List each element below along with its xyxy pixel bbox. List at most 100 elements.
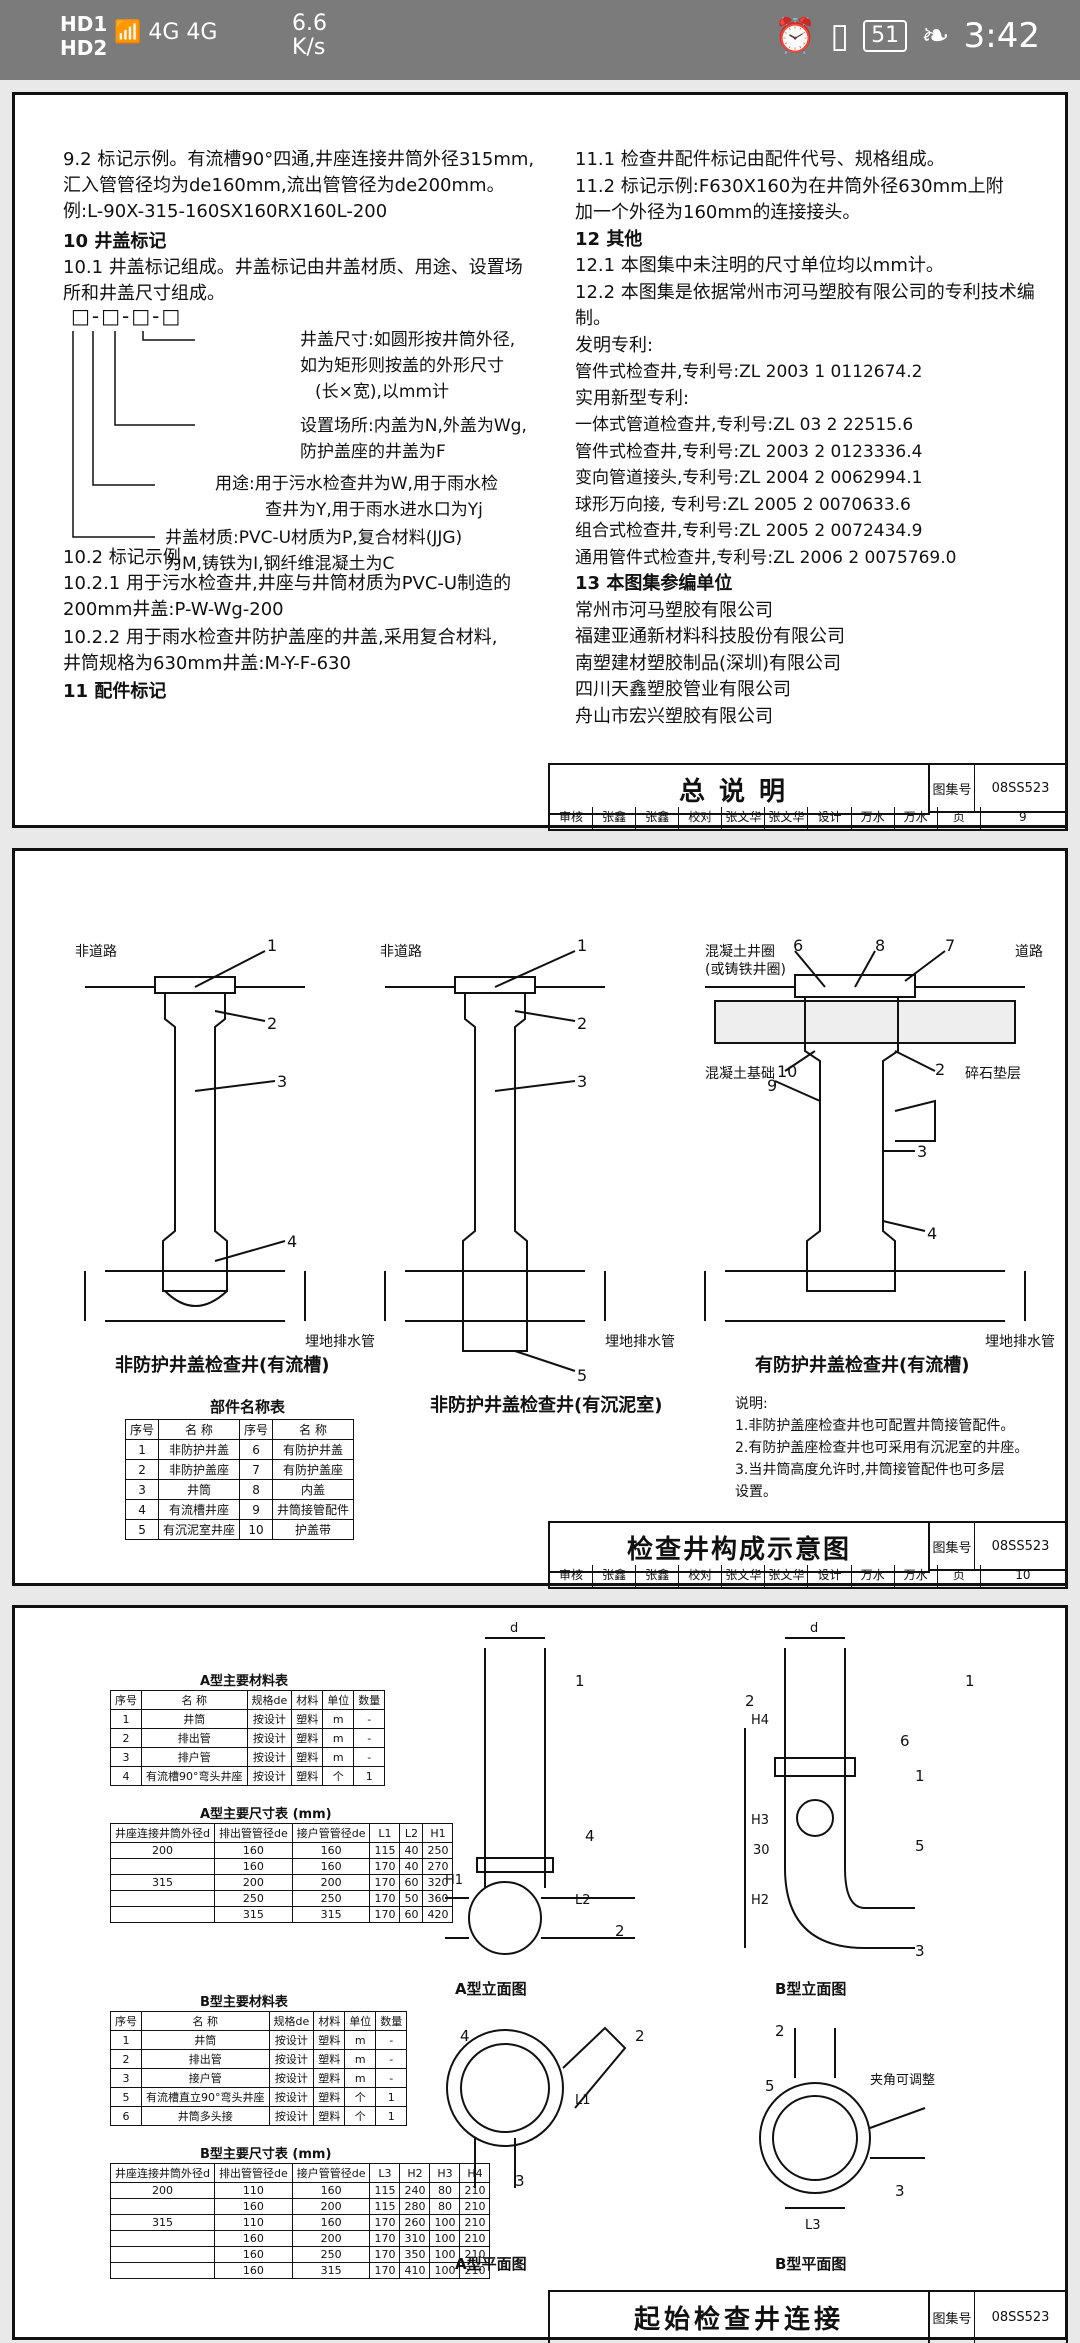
table-header: 数量 xyxy=(375,2011,408,2031)
callout-number: 3 xyxy=(895,2182,905,2200)
callout-number: 2 xyxy=(935,1060,946,1079)
diagram-label: 道路 xyxy=(1015,944,1043,960)
table-header: 规格de xyxy=(246,1690,293,1710)
dimension-label: H3 xyxy=(751,1813,770,1828)
callout-number: 2 xyxy=(775,2022,785,2040)
page-general-notes: 9.2 标记示例。有流槽90°四通,井座连接井筒外径315mm,汇入管管径均为d… xyxy=(12,92,1068,831)
dimension-label: H2 xyxy=(751,1893,770,1908)
table-cell: 1 xyxy=(375,2106,408,2126)
table-header: 序号 xyxy=(124,1419,160,1440)
note-line: 11.1 检查井配件标记由配件代号、规格组成。 xyxy=(575,149,945,170)
title-block: 检查井构成示意图 图集号 08SS523 审核张鑫张鑫校对张文华张文华设计万水万… xyxy=(548,1521,1068,1589)
callout-number: 4 xyxy=(927,1224,938,1243)
atlas-label: 图集号 xyxy=(930,765,975,813)
tableB-title: B型主要材料表 xyxy=(200,1995,288,2010)
table-cell: 170 xyxy=(369,2262,401,2279)
table-cell: 260 xyxy=(399,2214,431,2231)
callout-number: 2 xyxy=(635,2027,645,2045)
note-line: 福建亚通新材料科技股份有限公司 xyxy=(575,626,845,647)
review-cell: 张鑫 xyxy=(636,807,680,829)
note-line: 13 本图集参编单位 xyxy=(575,573,733,594)
table-cell: 排出管 xyxy=(141,1728,248,1748)
dimension-label: d xyxy=(810,1621,819,1636)
table-cell: 按设计 xyxy=(246,1747,293,1767)
note-line: 组合式检查井,专利号:ZL 2005 2 0072434.9 xyxy=(575,521,923,541)
note-line: 11 配件标记 xyxy=(63,681,167,702)
callout-number: 3 xyxy=(917,1142,928,1161)
note-line: 制。 xyxy=(575,308,611,329)
table-cell: 420 xyxy=(422,1906,454,1923)
note-line: 四川天鑫塑胶管业有限公司 xyxy=(575,679,791,700)
note-line: 10.2.1 用于污水检查井,井座与井筒材质为PVC-U制造的 xyxy=(63,573,512,594)
note-line: 10.2.2 用于雨水检查井防护盖座的井盖,采用复合材料, xyxy=(63,627,498,648)
review-cell: 审核 xyxy=(550,1565,594,1587)
table-cell: 5 xyxy=(124,1519,160,1540)
callout-number: 5 xyxy=(765,2077,775,2095)
leaf-icon: ❧ xyxy=(921,16,950,56)
note-line: 球形万向接, 专利号:ZL 2005 2 0070633.6 xyxy=(575,494,911,515)
review-cell: 页 xyxy=(938,807,981,829)
table-cell: 有防护井盖 xyxy=(272,1439,355,1460)
note-line: 说明: xyxy=(735,1396,768,1412)
review-cell: 设计 xyxy=(808,1565,852,1587)
review-cell: 审核 xyxy=(550,807,594,829)
diagram-label: 碎石垫层 xyxy=(965,1066,1021,1082)
review-cell: 张鑫 xyxy=(636,1565,680,1587)
table-cell xyxy=(110,1906,215,1923)
annotation-line: 井盖尺寸:如圆形按井筒外径, xyxy=(300,330,516,350)
dimension-label: H4 xyxy=(751,1713,770,1728)
note-line: 10.1 井盖标记组成。井盖标记由井盖材质、用途、设置场 xyxy=(63,257,523,278)
table-cell: 排出管 xyxy=(141,2049,270,2069)
table-cell: 有防护盖座 xyxy=(272,1459,355,1480)
review-cell: 万水 xyxy=(895,807,938,829)
callout-number: 4 xyxy=(460,2027,470,2045)
table-cell: 160 xyxy=(213,2262,293,2279)
table-cell: 1 xyxy=(110,2030,142,2050)
title-block: 起始检查井连接 图集号 08SS523 xyxy=(548,2290,1068,2343)
table-cell: 井筒接管配件 xyxy=(272,1499,355,1520)
note-line: 12 其他 xyxy=(575,228,643,250)
table-cell: 315 xyxy=(291,2262,371,2279)
callout-number: 3 xyxy=(915,1942,925,1960)
table-cell: 7 xyxy=(239,1459,274,1480)
clock: 3:42 xyxy=(963,16,1040,56)
elevation-plan-drawings xyxy=(445,1637,926,2209)
page-number: 9 xyxy=(981,807,1066,829)
note-line: 一体式管道检查井,专利号:ZL 03 2 22515.6 xyxy=(575,415,914,435)
vibrate-icon: ▯ xyxy=(830,16,850,56)
diagram-label: 混凝土井圈 xyxy=(705,944,775,960)
table-cell: 4 xyxy=(124,1499,160,1520)
callout-number: 7 xyxy=(945,936,956,955)
annotation-line: 井盖材质:PVC-U材质为P,复合材料(JJG) xyxy=(165,528,463,548)
note-line: 200mm井盖:P-W-Wg-200 xyxy=(63,599,284,620)
note-line: 11.2 标记示例:F630X160为在井筒外径630mm上附 xyxy=(575,175,1004,197)
note-line: 3.当井筒高度允许时,井筒接管配件也可多层 xyxy=(735,1462,1005,1478)
review-cell: 万水 xyxy=(852,1565,895,1587)
review-cell: 张文华 xyxy=(722,807,766,829)
callout-number: 4 xyxy=(287,1232,298,1251)
note-line: 发明专利: xyxy=(575,334,654,356)
annotation-line: (长×宽),以mm计 xyxy=(315,382,450,402)
callout-number: 2 xyxy=(577,1014,588,1033)
callout-number: 2 xyxy=(745,1692,755,1710)
dimension-label: 30 xyxy=(753,1843,770,1858)
annotation-line: 如为矩形则按盖的外形尺寸 xyxy=(300,356,504,376)
review-cell: 页 xyxy=(938,1565,981,1587)
drawing-title: 检查井构成示意图 xyxy=(550,1523,930,1573)
callout-number: 1 xyxy=(965,1672,975,1690)
table-cell: 有流槽90°弯头井座 xyxy=(141,1766,248,1786)
review-cell: 校对 xyxy=(679,807,723,829)
review-cell: 万水 xyxy=(895,1565,938,1587)
table-cell: 250 xyxy=(422,1842,454,1859)
table-cell: 按设计 xyxy=(246,1709,293,1729)
note-line: 舟山市宏兴塑胶有限公司 xyxy=(575,705,773,727)
